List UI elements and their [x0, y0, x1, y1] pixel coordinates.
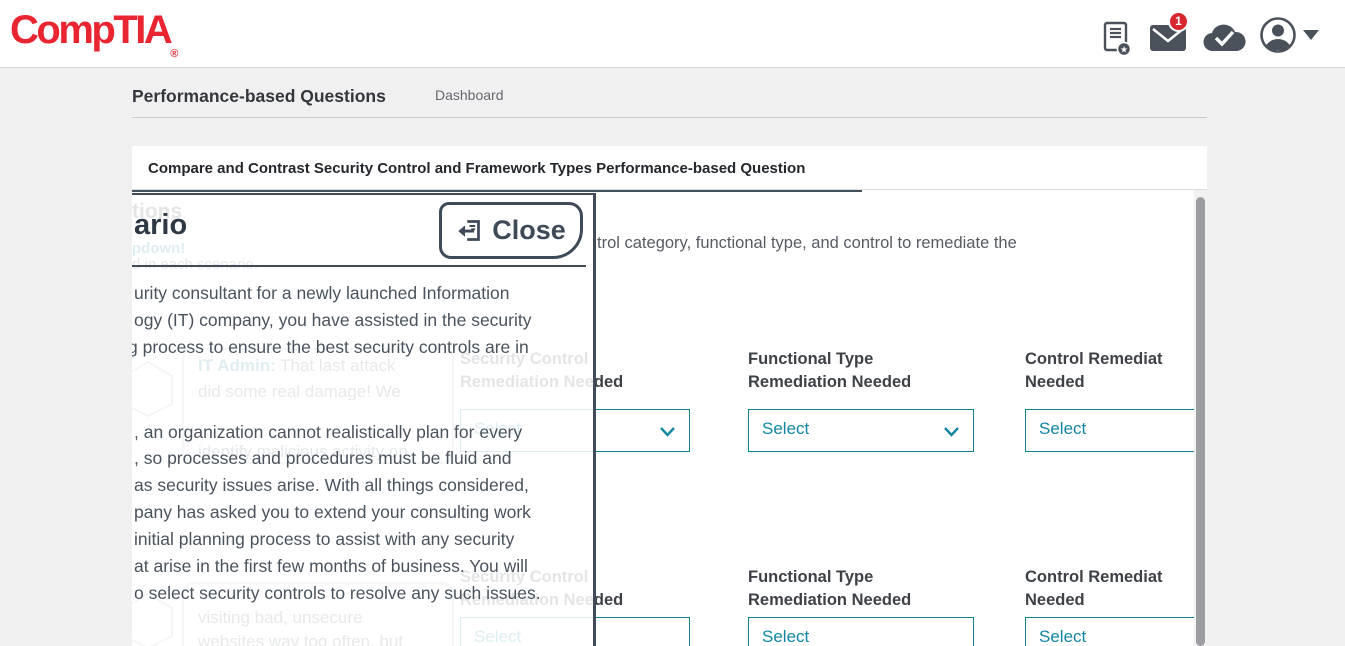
control-remediation-select[interactable]: Select — [1025, 617, 1207, 646]
svg-text:★: ★ — [1120, 45, 1128, 55]
top-header: CompTIA® ★ 1 — [0, 0, 1345, 68]
section-divider — [132, 190, 862, 192]
scenario-text-line: o select security controls to resolve an… — [134, 583, 541, 604]
scenario-text-line: as security issues arise. With all thing… — [134, 475, 529, 496]
chevron-down-icon — [944, 427, 959, 437]
label-functional-type: Functional TypeRemediation Needed — [748, 348, 911, 394]
exam-report-icon[interactable]: ★ — [1101, 20, 1133, 58]
label-control-remediation: Control RemediatNeeded — [1025, 566, 1163, 612]
modal-header-divider — [132, 265, 586, 267]
scenario-text-line: , so processes and procedures must be fl… — [134, 448, 511, 469]
chevron-down-icon — [660, 427, 675, 437]
scrollbar-thumb[interactable] — [1196, 197, 1205, 646]
scenario-text-line: , an organization cannot realistically p… — [134, 422, 522, 443]
account-icon[interactable] — [1259, 16, 1297, 54]
scenario-text-line: ogy (IT) company, you have assisted in t… — [134, 310, 532, 331]
question-card-header: Compare and Contrast Security Control an… — [132, 146, 1207, 190]
scenario-modal: ario Close urity consultant for a newly … — [132, 193, 596, 646]
label-functional-type: Functional TypeRemediation Needed — [748, 566, 911, 612]
instruction-text-fragment: trol category, functional type, and cont… — [597, 234, 1017, 253]
question-card-title: Compare and Contrast Security Control an… — [148, 160, 805, 177]
dashboard-link[interactable]: Dashboard — [435, 87, 504, 103]
scenario-text-line: at arise in the first few months of busi… — [134, 556, 528, 577]
functional-type-select[interactable]: Select — [748, 409, 974, 452]
scenario-text-line: urity consultant for a newly launched In… — [134, 283, 509, 304]
close-button[interactable]: Close — [439, 202, 583, 259]
message-count-badge: 1 — [1168, 11, 1189, 32]
label-control-remediation: Control RemediatNeeded — [1025, 348, 1163, 394]
breadcrumb-divider — [132, 117, 1207, 118]
scrollbar-track[interactable] — [1194, 190, 1207, 646]
sync-cloud-icon[interactable] — [1202, 24, 1246, 53]
scenario-modal-title: ario — [134, 209, 187, 242]
caret-down-icon[interactable] — [1302, 29, 1320, 41]
scenario-text-line: initial planning process to assist with … — [134, 529, 514, 550]
registered-mark: ® — [170, 48, 178, 60]
page-title: Performance-based Questions — [132, 86, 386, 107]
scenario-text-line: pany has asked you to extend your consul… — [134, 502, 531, 523]
comptia-logo: CompTIA® — [10, 8, 178, 60]
question-scroll-area: tions pdown! d in each scenario. trol ca… — [132, 190, 1207, 646]
control-remediation-select[interactable]: Select — [1025, 409, 1207, 452]
exit-icon — [456, 217, 483, 244]
functional-type-select[interactable]: Select — [748, 617, 974, 646]
scenario-text-line: g process to ensure the best security co… — [132, 337, 529, 358]
